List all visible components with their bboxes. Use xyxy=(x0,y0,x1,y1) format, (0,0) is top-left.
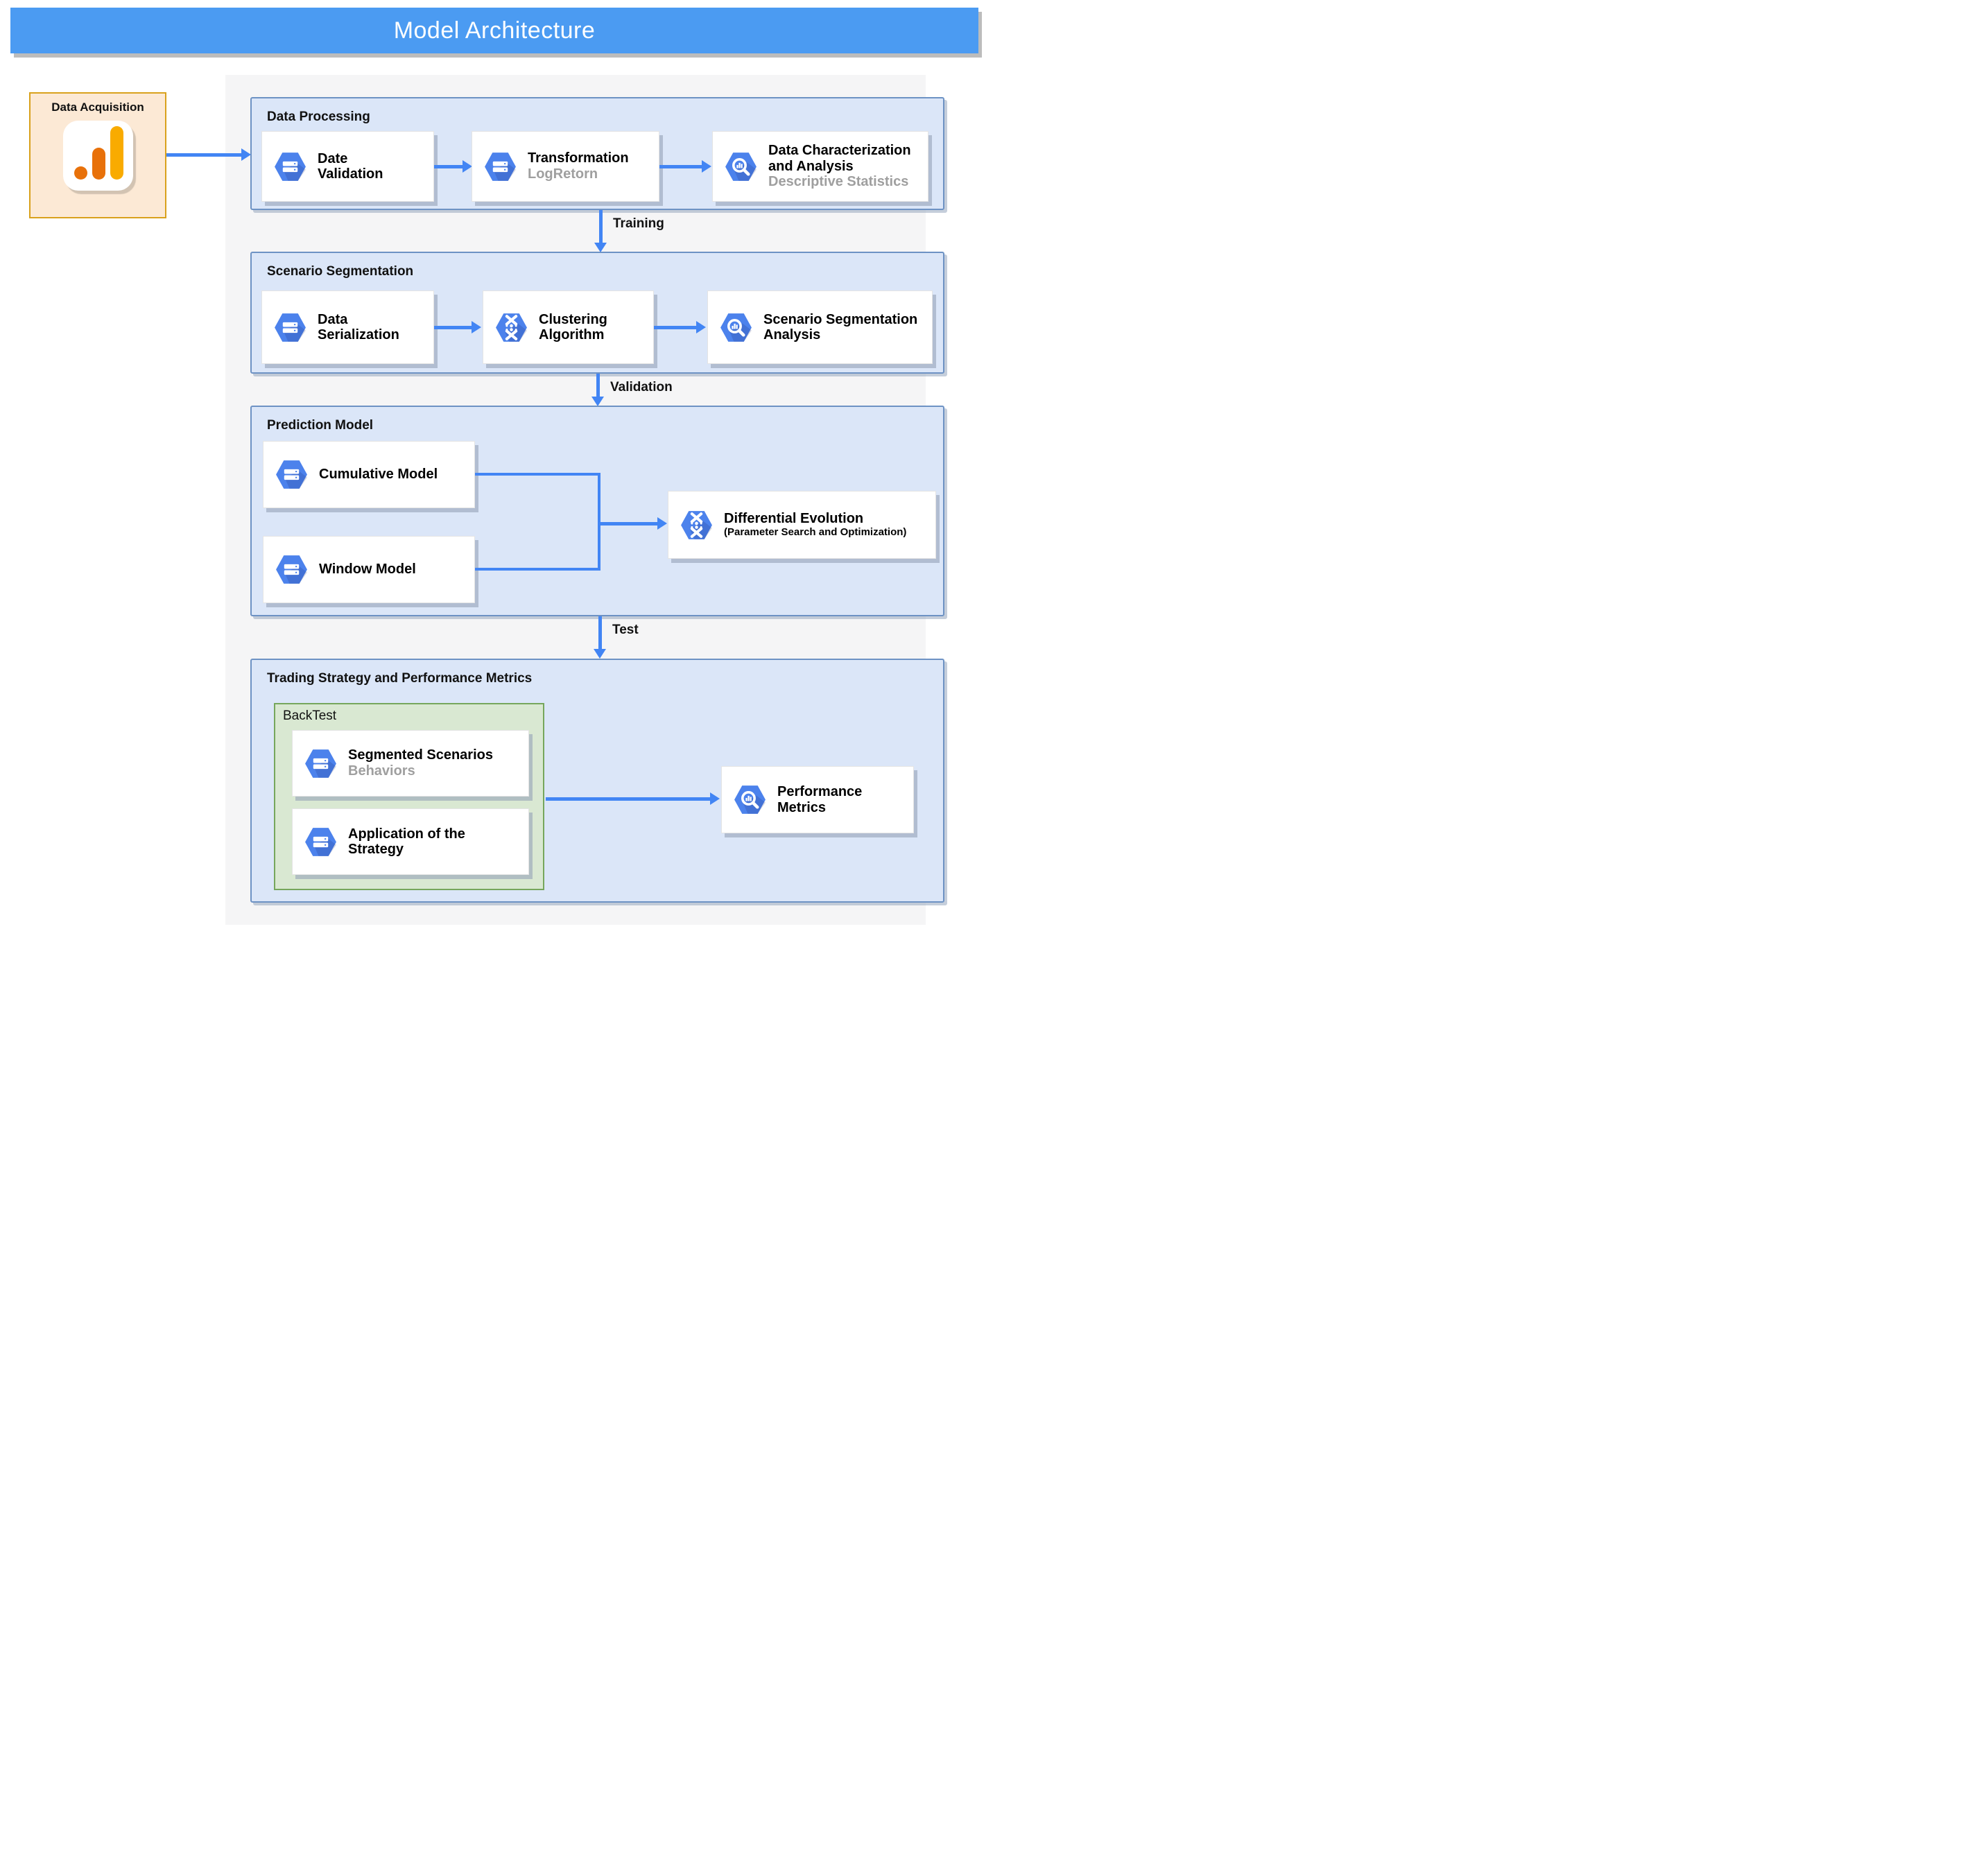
node-subtitle: LogRetorn xyxy=(528,166,598,182)
arrow-acquisition-to-processing xyxy=(166,153,241,157)
backtest-label: BackTest xyxy=(283,709,337,723)
flow-arrow-test xyxy=(598,616,602,650)
compute-icon xyxy=(270,310,310,345)
genomics-icon xyxy=(492,310,531,345)
arrowhead-datevalidation-to-transformation xyxy=(463,160,472,173)
arrow-bus-to-differential-evolution xyxy=(599,522,659,526)
node-data-characterization: Data Characterization and Analysis Descr… xyxy=(712,131,928,202)
bigquery-icon xyxy=(730,782,770,817)
node-title: Scenario Segmentation Analysis xyxy=(763,311,918,342)
section-label-trading-strategy: Trading Strategy and Performance Metrics xyxy=(267,671,533,686)
arrowhead-backtest-to-performance xyxy=(710,792,720,805)
bigquery-icon xyxy=(721,149,761,184)
flow-arrowhead-test xyxy=(594,649,606,659)
title-bar: Model Architecture xyxy=(10,8,978,53)
node-subtitle: Descriptive Statistics xyxy=(768,173,909,189)
arrow-transformation-to-characterization xyxy=(659,165,703,168)
node-date-validation: Date Validation xyxy=(261,131,434,202)
arrowhead-bus-to-differential-evolution xyxy=(657,517,667,530)
node-application-of-strategy: Application of the Strategy xyxy=(292,808,529,875)
genomics-icon xyxy=(677,507,716,543)
node-title: Differential Evolution xyxy=(724,510,864,526)
node-subtitle: (Parameter Search and Optimization) xyxy=(724,526,907,539)
data-acquisition-box: Data Acquisition xyxy=(29,92,166,218)
section-label-data-processing: Data Processing xyxy=(267,110,370,124)
compute-icon xyxy=(301,746,340,781)
analytics-dot xyxy=(74,166,87,180)
arrowhead-clustering-to-analysis xyxy=(696,321,706,333)
data-acquisition-label: Data Acquisition xyxy=(51,101,144,114)
arrow-backtest-to-performance xyxy=(546,797,711,801)
node-subtitle: Behaviors xyxy=(348,763,415,779)
node-title: Application of the Strategy xyxy=(348,826,465,857)
node-window-model: Window Model xyxy=(263,536,475,603)
arrowhead-serialization-to-clustering xyxy=(472,321,481,333)
section-label-prediction-model: Prediction Model xyxy=(267,418,374,433)
flow-label-training: Training xyxy=(613,216,664,231)
analytics-mid-bar xyxy=(92,148,105,180)
model-architecture-diagram: Model Architecture Data Acquisition Data… xyxy=(0,0,990,938)
node-scenario-segmentation-analysis: Scenario Segmentation Analysis xyxy=(707,290,933,364)
node-title: Date Validation xyxy=(318,150,383,182)
node-performance-metrics: Performance Metrics xyxy=(721,766,914,833)
node-segmented-scenarios: Segmented Scenarios Behaviors xyxy=(292,730,529,797)
arrowhead-transformation-to-characterization xyxy=(702,160,711,173)
node-transformation: Transformation LogRetorn xyxy=(472,131,659,202)
flow-arrowhead-training xyxy=(594,243,607,252)
node-title: Data Characterization and Analysis xyxy=(768,143,911,174)
compute-icon xyxy=(272,552,311,587)
arrow-clustering-to-analysis xyxy=(654,326,698,329)
analytics-icon xyxy=(62,121,133,191)
node-clustering-algorithm: Clustering Algorithm xyxy=(483,290,654,364)
arrowhead-acquisition-to-processing xyxy=(241,148,251,161)
node-cumulative-model: Cumulative Model xyxy=(263,441,475,508)
bigquery-icon xyxy=(716,310,756,345)
node-title: Transformation xyxy=(528,150,629,166)
node-title: Data Serialization xyxy=(318,311,399,342)
compute-icon xyxy=(481,149,520,184)
section-label-scenario-segmentation: Scenario Segmentation xyxy=(267,264,414,279)
node-title: Window Model xyxy=(319,562,416,577)
compute-icon xyxy=(272,457,311,492)
flow-label-validation: Validation xyxy=(610,380,673,394)
node-title: Segmented Scenarios xyxy=(348,747,493,763)
arrow-serialization-to-clustering xyxy=(434,326,473,329)
flow-label-test: Test xyxy=(612,623,639,637)
flow-arrow-training xyxy=(599,210,603,243)
arrow-datevalidation-to-transformation xyxy=(434,165,464,168)
connector-cumulative-to-bus xyxy=(475,473,600,476)
analytics-tall-bar xyxy=(110,126,123,180)
node-differential-evolution: Differential Evolution (Parameter Search… xyxy=(668,491,936,559)
compute-icon xyxy=(301,824,340,860)
node-data-serialization: Data Serialization xyxy=(261,290,434,364)
connector-window-to-bus xyxy=(475,568,600,571)
compute-icon xyxy=(270,149,310,184)
connector-bus-vertical xyxy=(598,473,600,571)
node-title: Performance Metrics xyxy=(777,784,863,815)
node-title: Cumulative Model xyxy=(319,467,438,483)
flow-arrowhead-validation xyxy=(591,397,604,406)
node-title: Clustering Algorithm xyxy=(539,311,607,342)
page-title: Model Architecture xyxy=(393,17,596,44)
flow-arrow-validation xyxy=(596,374,600,397)
